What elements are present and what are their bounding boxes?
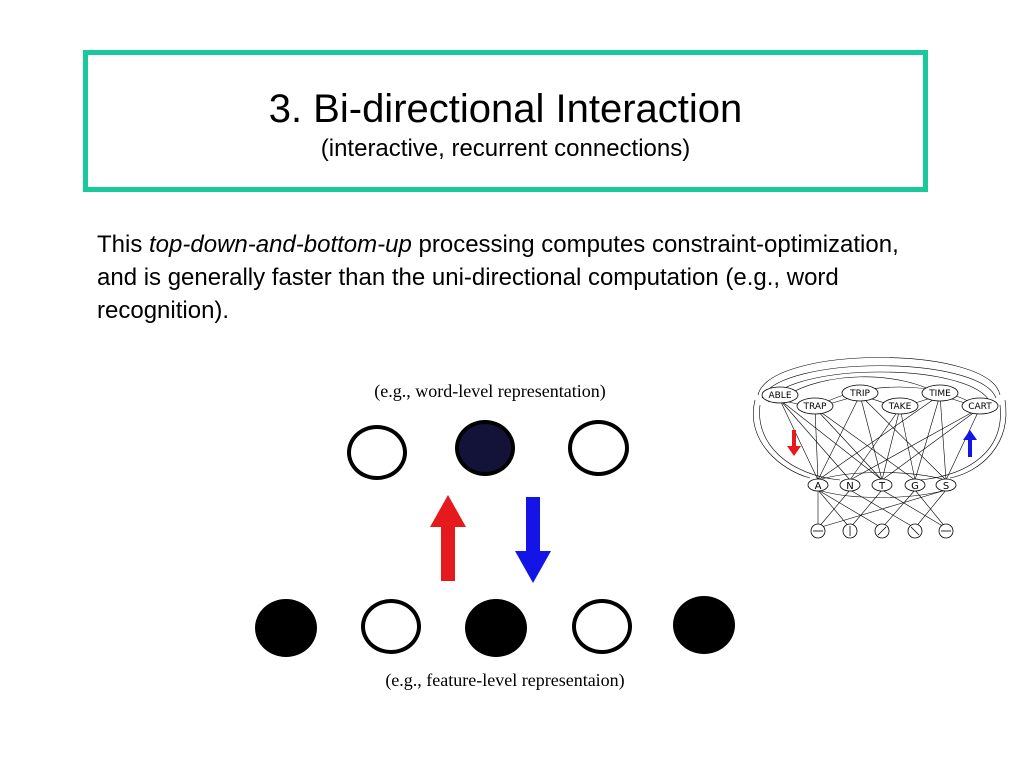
body-paragraph: This top-down-and-bottom-up processing c… [97, 228, 917, 327]
letter-units: A N T G S [807, 478, 957, 492]
interactive-network-figure: ABLE TRAP TRIP TAKE TIME CART A N T G S [753, 357, 1007, 539]
body-prefix: This [97, 231, 150, 258]
small-down-arrow-icon [787, 430, 801, 456]
letter-unit-3: T [878, 481, 886, 492]
word-node-1 [347, 425, 407, 480]
feature-units [810, 523, 954, 539]
word-node-2-active [455, 420, 515, 476]
word-unit-2: TRAP [803, 402, 828, 412]
word-level-label: (e.g., word-level representation) [374, 381, 606, 401]
feature-node-2 [361, 599, 421, 654]
word-unit-5: TIME [928, 389, 951, 399]
body-suffix: processing computes constraint-optimizat… [97, 231, 899, 324]
letter-unit-4: G [911, 481, 919, 492]
feature-node-5 [673, 596, 735, 654]
small-up-arrow-icon [963, 430, 977, 457]
word-unit-6: CART [968, 402, 992, 412]
word-node-3 [568, 420, 629, 476]
feature-node-1 [255, 599, 317, 657]
title-box: 3. Bi-directional Interaction (interacti… [83, 50, 928, 192]
slide-title: 3. Bi-directional Interaction [268, 87, 743, 131]
feature-node-3 [465, 599, 527, 657]
feature-node-4 [572, 599, 632, 654]
feature-level-label: (e.g., feature-level representaion) [385, 670, 625, 690]
down-arrow-icon [515, 497, 551, 583]
word-units: ABLE TRAP TRIP TAKE TIME CART [761, 384, 999, 415]
up-arrow-icon [430, 495, 466, 581]
word-unit-4: TAKE [888, 402, 912, 412]
letter-unit-1: A [815, 481, 822, 492]
word-unit-3: TRIP [849, 389, 870, 399]
word-unit-1: ABLE [768, 391, 791, 401]
letter-unit-2: N [846, 481, 853, 492]
slide-subtitle: (interactive, recurrent connections) [320, 135, 691, 162]
connection-lines [779, 376, 981, 529]
body-emphasis: top-down-and-bottom-up [149, 231, 412, 258]
letter-unit-5: S [943, 481, 949, 492]
